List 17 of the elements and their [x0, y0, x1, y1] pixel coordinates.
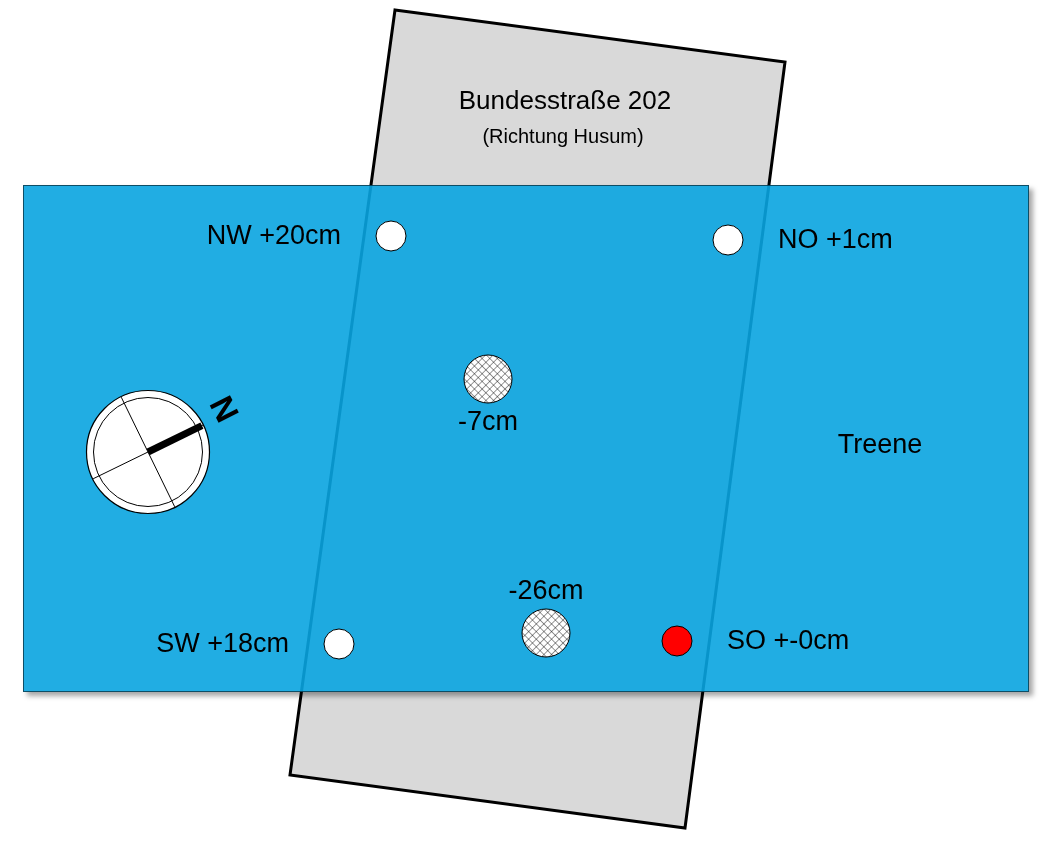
hatched-point-icon [521, 608, 571, 658]
hatched-point-icon [463, 354, 513, 404]
river-name: Treene [837, 429, 923, 461]
road-direction: (Richtung Husum) [482, 124, 644, 148]
marked-point-icon [661, 625, 693, 657]
survey-point-icon [375, 220, 407, 252]
north-letter: N [201, 389, 247, 429]
height-reading: -7cm [458, 406, 518, 438]
road-name: Bundesstraße 202 [458, 86, 672, 116]
survey-point-icon [712, 224, 744, 256]
survey-point-icon [323, 628, 355, 660]
height-reading: -26cm [508, 574, 584, 606]
height-reading: SW +18cm [156, 628, 289, 660]
height-reading: NW +20cm [206, 220, 341, 252]
height-reading: NO +1cm [778, 224, 893, 256]
river-area [23, 185, 1029, 692]
height-reading: SO +-0cm [727, 625, 850, 657]
